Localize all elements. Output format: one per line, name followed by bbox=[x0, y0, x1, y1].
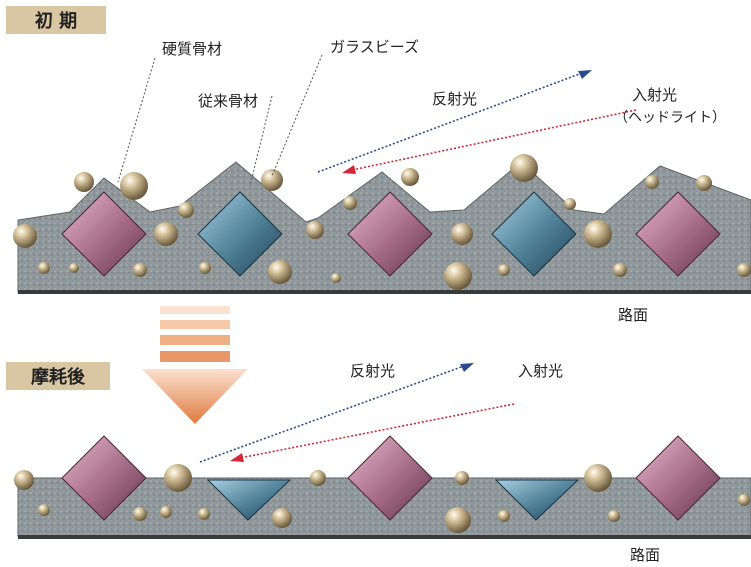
glass-beads-group bbox=[13, 154, 751, 290]
conventional-aggregate bbox=[491, 191, 577, 277]
hard-aggregate bbox=[635, 191, 721, 277]
glass-bead bbox=[178, 202, 194, 218]
initial-reflected-ray bbox=[317, 72, 583, 173]
glass-bead bbox=[608, 510, 620, 522]
glass-bead bbox=[738, 494, 750, 506]
glass-bead bbox=[645, 175, 659, 189]
worn-reflected-arrowhead bbox=[460, 363, 474, 372]
glass-bead bbox=[133, 507, 147, 521]
glass-beads-leader bbox=[271, 54, 323, 177]
worn-conventional-aggregate bbox=[206, 479, 292, 521]
label-worn-reflected-light: 反射光 bbox=[350, 362, 395, 380]
glass-bead bbox=[343, 196, 357, 210]
glass-bead bbox=[306, 221, 324, 239]
worn-tag-bg bbox=[6, 362, 110, 390]
glass-bead bbox=[455, 471, 469, 485]
glass-bead bbox=[584, 464, 612, 492]
glass-bead bbox=[696, 175, 712, 191]
hard-aggregate bbox=[635, 435, 721, 521]
glass-bead bbox=[498, 510, 510, 522]
initial-section: 初 期 bbox=[6, 6, 751, 324]
label-incident-light: 入射光 bbox=[632, 86, 677, 104]
conventional-aggregate-leader bbox=[249, 95, 273, 187]
initial-reflected-arrowhead bbox=[578, 70, 592, 79]
glass-bead bbox=[133, 263, 147, 277]
initial-road-line bbox=[18, 290, 751, 294]
glass-bead bbox=[164, 464, 192, 492]
glass-bead bbox=[498, 264, 510, 276]
label-conventional-aggregate: 従来骨材 bbox=[198, 92, 258, 110]
hard-aggregate bbox=[61, 191, 147, 277]
label-reflected-light: 反射光 bbox=[432, 90, 477, 108]
glass-bead bbox=[584, 220, 612, 248]
worn-road-line bbox=[18, 535, 751, 539]
label-road-surface: 路面 bbox=[618, 306, 648, 324]
glass-bead bbox=[38, 504, 50, 516]
worn-incident-ray bbox=[239, 403, 515, 459]
glass-bead bbox=[510, 154, 538, 182]
initial-tag-bg bbox=[6, 6, 106, 34]
glass-bead bbox=[445, 507, 471, 533]
worn-reflected-ray bbox=[199, 365, 465, 463]
glass-bead bbox=[198, 508, 210, 520]
glass-bead bbox=[331, 273, 341, 283]
glass-bead bbox=[261, 169, 283, 191]
label-hard-aggregate: 硬質骨材 bbox=[162, 40, 222, 58]
glass-bead bbox=[737, 263, 751, 277]
glass-bead bbox=[401, 168, 419, 186]
worn-conventional-aggregate bbox=[494, 479, 580, 521]
glass-bead bbox=[74, 172, 94, 192]
glass-bead bbox=[38, 262, 50, 274]
wear-transition-arrow bbox=[142, 306, 248, 424]
label-worn-incident-light: 入射光 bbox=[518, 362, 563, 380]
hard-aggregate bbox=[347, 191, 433, 277]
glass-bead bbox=[310, 470, 326, 486]
glass-bead bbox=[613, 263, 627, 277]
glass-bead bbox=[154, 222, 178, 246]
glass-bead bbox=[451, 223, 473, 245]
glass-bead bbox=[14, 470, 34, 490]
conventional-aggregate bbox=[197, 191, 283, 277]
initial-tag: 初 期 bbox=[35, 10, 77, 32]
label-glass-beads: ガラスビーズ bbox=[330, 38, 419, 56]
glass-bead bbox=[199, 262, 211, 274]
label-worn-road-surface: 路面 bbox=[630, 546, 660, 564]
glass-bead bbox=[564, 198, 576, 210]
glass-bead bbox=[444, 262, 472, 290]
worn-incident-arrowhead bbox=[230, 453, 244, 462]
hard-aggregate bbox=[347, 435, 433, 521]
glass-bead bbox=[13, 224, 37, 248]
worn-tag: 摩耗後 bbox=[31, 366, 86, 388]
glass-bead bbox=[268, 260, 292, 284]
hard-aggregate-leader bbox=[117, 57, 156, 183]
initial-incident-ray bbox=[351, 109, 637, 171]
initial-incident-arrowhead bbox=[342, 165, 356, 174]
glass-bead bbox=[69, 263, 79, 273]
worn-section: 摩耗後 反射光 入射光 路面 bbox=[6, 362, 751, 564]
glass-bead bbox=[160, 506, 172, 518]
label-headlight: （ヘッドライト） bbox=[614, 110, 726, 126]
hard-aggregate bbox=[61, 435, 147, 521]
glass-bead bbox=[272, 508, 292, 528]
glass-bead bbox=[120, 172, 148, 200]
worn-glass-beads-group bbox=[14, 464, 750, 533]
